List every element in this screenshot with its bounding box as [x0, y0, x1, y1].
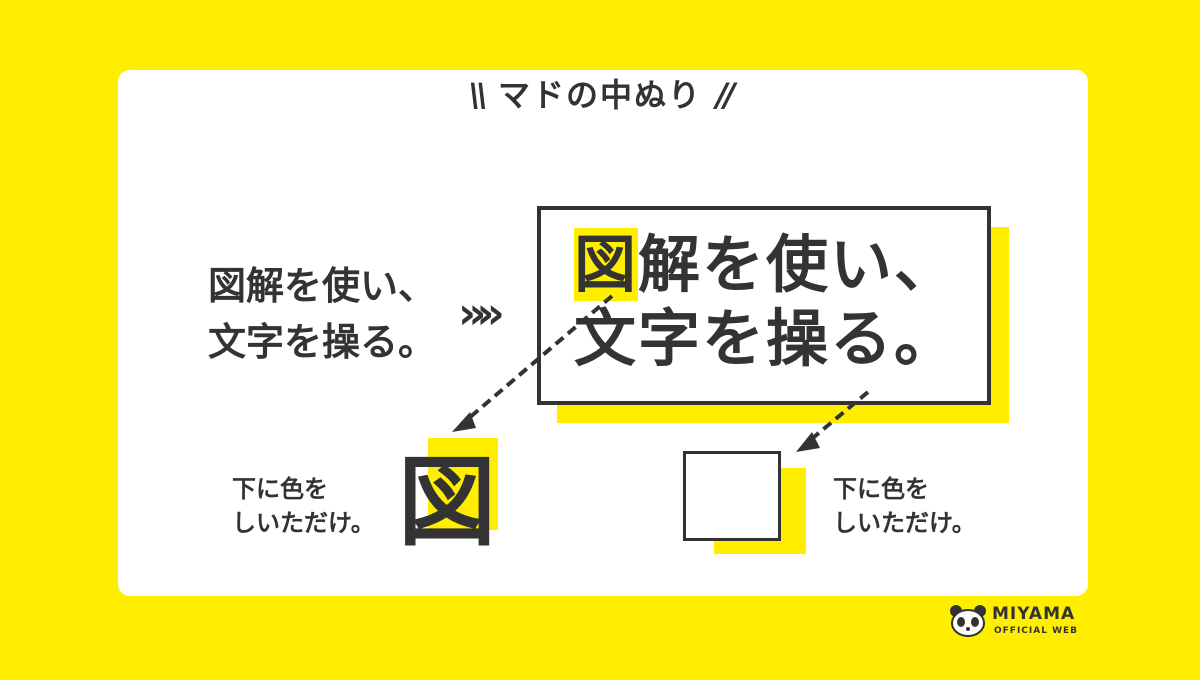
caption-left: 下に色を しいただけ。 [232, 472, 375, 540]
example-big-line1-rest: 解を使い、 [638, 228, 959, 301]
panda-icon [950, 605, 986, 637]
heading-text: マドの中ぬり [497, 76, 702, 114]
arrowhead-right-icon [796, 432, 820, 452]
arrowhead-left-icon [452, 412, 476, 432]
logo-subtitle: OFFICIAL WEB [994, 626, 1079, 636]
caption-right-line2: しいただけ。 [833, 509, 976, 537]
caption-right-line1: 下に色を [833, 475, 929, 503]
heading-slash-left: \\ [468, 76, 488, 114]
highlighted-character: 図 [574, 228, 639, 301]
zu-glyph-shadow [428, 438, 498, 530]
heading-slash-right: // [716, 76, 735, 114]
example-big-line2: 文字を操る。 [574, 302, 959, 375]
example-small-text: 図解を使い、 文字を操る。 [208, 258, 436, 370]
zu-glyph: 図 [398, 446, 497, 560]
caption-right: 下に色を しいただけ。 [833, 472, 976, 540]
example-big-text: 図解を使い、 文字を操る。 [574, 228, 958, 376]
example-small-line1: 図解を使い、 [208, 264, 437, 308]
caption-left-line1: 下に色を [232, 475, 328, 503]
example-big-line1: 図解を使い、 [574, 228, 958, 302]
dashed-arrow-left [460, 294, 614, 426]
empty-box [683, 451, 781, 541]
logo-title: MIYAMA [992, 604, 1076, 624]
caption-left-line2: しいただけ。 [232, 509, 375, 537]
example-small-line2: 文字を操る。 [208, 320, 437, 364]
dashed-arrow-right [806, 390, 870, 444]
heading: \\マドの中ぬり // [0, 70, 1200, 116]
